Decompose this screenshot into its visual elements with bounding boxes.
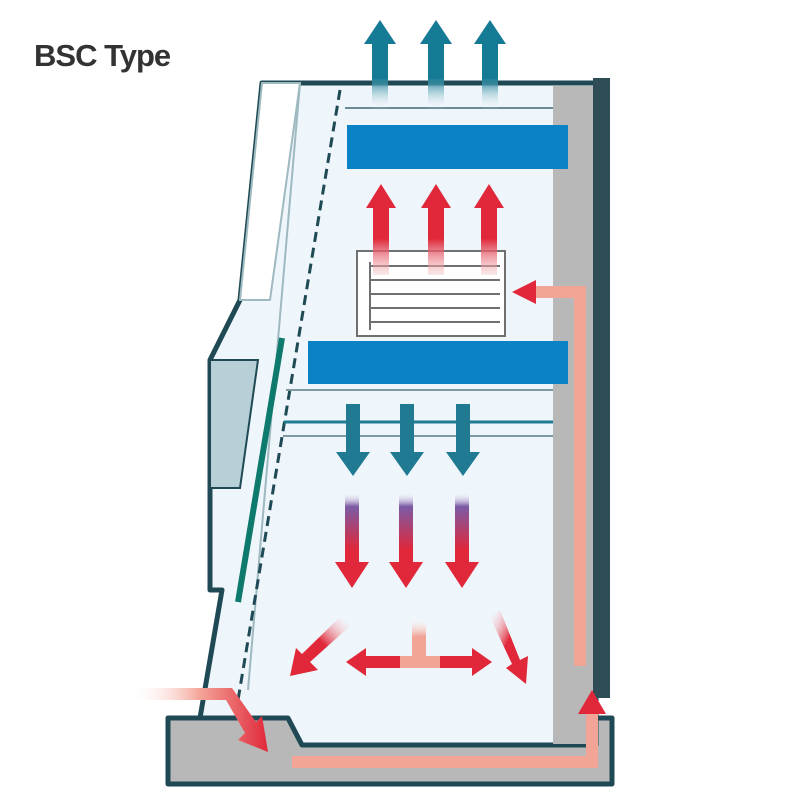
return-flow-path: [292, 280, 606, 768]
split-arrow-icon: [290, 610, 528, 684]
exhaust-hepa-filter: [347, 125, 568, 169]
upflow-arrow-icon: [366, 184, 504, 275]
diagram-title: BSC Type: [34, 38, 171, 73]
air-curtain-dashed: [236, 89, 342, 701]
sash-bar: [235, 337, 285, 603]
diffuser-lines: [283, 389, 553, 437]
supply-hepa-filter: [308, 341, 568, 384]
inflow-arrow-icon: [130, 688, 268, 752]
view-window: [209, 359, 260, 489]
downflow-gradient-arrow-icon: [335, 492, 479, 588]
front-sash-glass: [238, 82, 302, 301]
exhaust-arrow-icon: [364, 20, 506, 110]
back-wall: [593, 78, 610, 698]
rear-duct-panel: [553, 86, 593, 744]
downflow-arrow-icon: [336, 404, 480, 476]
